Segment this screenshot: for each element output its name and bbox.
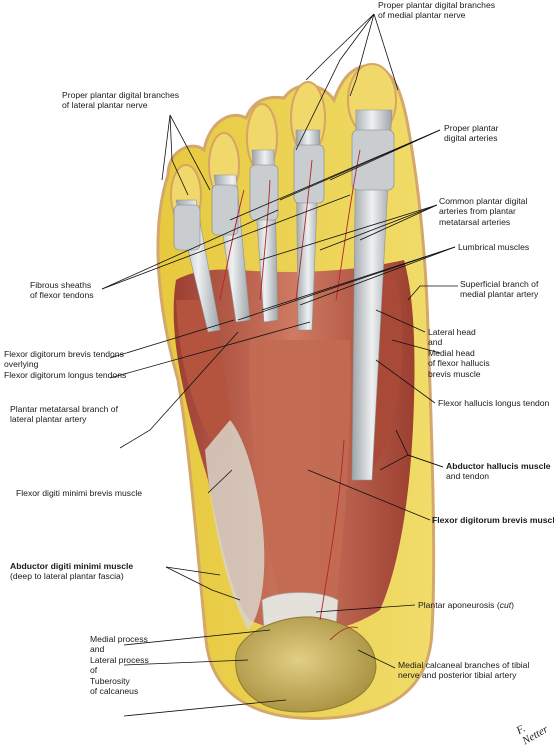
label-plantar-aponeurosis: Plantar aponeurosis (cut) xyxy=(418,600,515,610)
label-flexor-hallucis-brevis: Lateral head and Medial head of flexor h… xyxy=(428,327,490,379)
leader-lines xyxy=(101,13,458,717)
label-prop-medial-plantar-nerve: Proper plantar digital branches of media… xyxy=(378,0,496,21)
label-flexor-digiti-minimi-brevis: Flexor digiti minimi brevis muscle xyxy=(16,488,143,498)
label-flexor-digitorum-brevis-muscle: Flexor digitorum brevis muscle xyxy=(432,515,554,525)
lateral-plantar-fascia xyxy=(205,420,265,630)
label-abductor-hallucis: Abductor hallucis muscle and tendon xyxy=(446,461,551,482)
label-flexor-hallucis-longus-tendon: Flexor hallucis longus tendon xyxy=(438,398,550,408)
label-prop-lateral-plantar-nerve: Proper plantar digital branches of later… xyxy=(62,90,180,111)
calcaneus xyxy=(235,616,377,713)
label-fibrous-sheaths: Fibrous sheaths of flexor tendons xyxy=(30,280,94,301)
label-common-plantar-digital-arteries: Common plantar digital arteries from pla… xyxy=(439,196,528,227)
label-plantar-metatarsal-branch: Plantar metatarsal branch of lateral pla… xyxy=(10,404,118,425)
fibrous-sheaths xyxy=(173,129,395,251)
label-proper-plantar-digital-arteries: Proper plantar digital arteries xyxy=(444,123,499,144)
label-abductor-digiti-minimi: Abductor digiti minimi muscle (deep to l… xyxy=(10,561,134,582)
label-lumbrical-muscles: Lumbrical muscles xyxy=(458,242,530,252)
vessels-nerves xyxy=(219,149,361,641)
label-medial-calcaneal-branches: Medial calcaneal branches of tibial nerv… xyxy=(398,660,530,681)
label-flexor-digitorum-tendons: Flexor digitorum brevis tendons overlyin… xyxy=(4,349,127,380)
label-superficial-branch-medial-plantar-artery: Superficial branch of medial plantar art… xyxy=(460,279,539,300)
label-calcaneus-processes: Medial process and Lateral process of Tu… xyxy=(90,634,149,697)
